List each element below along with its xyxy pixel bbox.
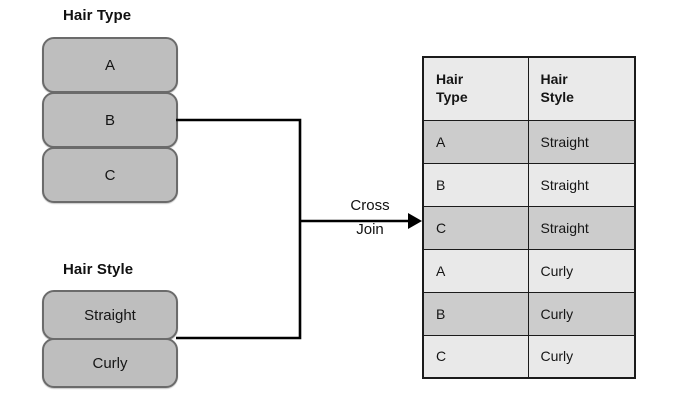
group-title-hair-style: Hair Style <box>63 261 134 278</box>
node-hair-type-a[interactable]: A <box>42 37 178 93</box>
node-label: A <box>104 56 115 74</box>
node-hair-type-c[interactable]: C <box>42 147 178 203</box>
cell-hair-type: C <box>422 334 529 379</box>
table-header-row: Hair Type Hair Style <box>422 56 636 121</box>
connector-top-branch <box>176 118 302 221</box>
node-hair-style-curly[interactable]: Curly <box>42 338 178 388</box>
cell-hair-style: Curly <box>527 334 636 379</box>
table-row: A Curly <box>422 248 636 293</box>
cell-hair-type: B <box>422 291 529 336</box>
cell-hair-type: A <box>422 119 529 164</box>
cell-hair-type: C <box>422 205 529 250</box>
table-row: A Straight <box>422 119 636 164</box>
group-title-hair-type: Hair Type <box>63 7 132 24</box>
join-operation-label-line2: Join <box>356 221 384 238</box>
column-header-hair-style: Hair Style <box>527 56 636 121</box>
cell-hair-style: Straight <box>527 205 636 250</box>
cell-hair-type: A <box>422 248 529 293</box>
cell-hair-style: Curly <box>527 248 636 293</box>
node-label: C <box>104 166 116 184</box>
table-row: C Curly <box>422 334 636 379</box>
node-label: B <box>104 111 115 129</box>
cell-hair-style: Straight <box>527 119 636 164</box>
column-header-line1: Hair <box>540 71 568 88</box>
cell-hair-type: B <box>422 162 529 207</box>
node-label: Straight <box>84 306 136 324</box>
node-hair-type-b[interactable]: B <box>42 92 178 148</box>
connector-bottom-branch <box>176 221 302 340</box>
table-row: C Straight <box>422 205 636 250</box>
column-header-line2: Type <box>436 88 468 105</box>
node-label: Curly <box>92 354 128 372</box>
column-header-line1: Hair <box>436 71 464 88</box>
cell-hair-style: Curly <box>527 291 636 336</box>
table-row: B Curly <box>422 291 636 336</box>
node-hair-style-straight[interactable]: Straight <box>42 290 178 340</box>
join-operation-label-line1: Cross <box>350 197 390 214</box>
table-row: B Straight <box>422 162 636 207</box>
column-header-line2: Style <box>540 88 574 105</box>
column-header-hair-type: Hair Type <box>422 56 529 121</box>
result-table: Hair Type Hair Style A Straight B Straig… <box>422 56 636 379</box>
cell-hair-style: Straight <box>527 162 636 207</box>
arrow-right-icon <box>408 213 422 229</box>
